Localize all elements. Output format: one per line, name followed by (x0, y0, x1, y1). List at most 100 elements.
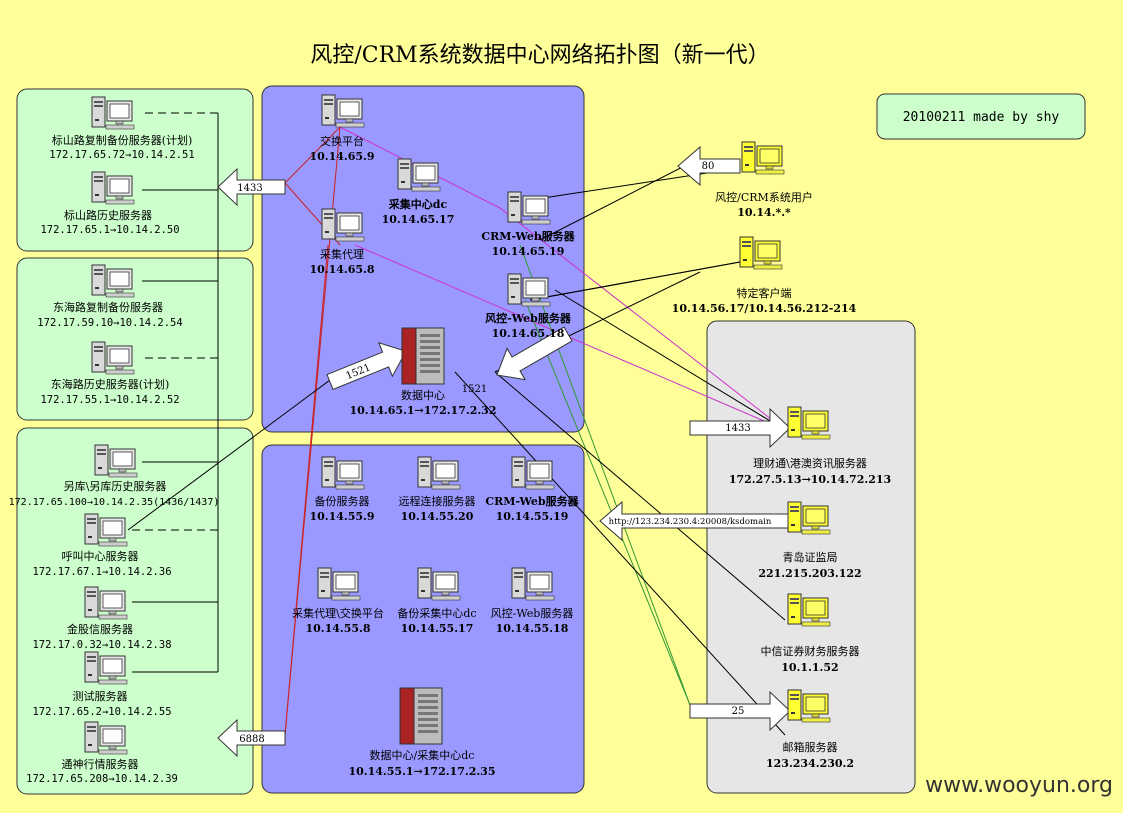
node-risk-crm-users: 风控/CRM系统用户 10.14.*.* (715, 141, 813, 219)
node-name: 青岛证监局 (783, 550, 838, 564)
arrow-80: 80 (677, 145, 741, 187)
node-specific-client: 特定客户端 10.14.56.17/10.14.56.212-214 (672, 236, 857, 315)
node-licaitong: 理财通\港澳资讯服务器 172.27.5.13→10.14.72.213 (729, 406, 891, 486)
arrow-1433-right-label: 1433 (725, 423, 750, 434)
node-ip: 172.27.5.13→10.14.72.213 (729, 473, 891, 486)
node-ip: 172.17.65.72→10.14.2.51 (49, 149, 194, 161)
node-name: 通神行情服务器 (62, 757, 139, 771)
node-collect-agent-exchange: 采集代理\交换平台 10.14.55.8 (292, 567, 384, 635)
arrow-1521-right: 1521 (462, 326, 573, 395)
node-name: 远程连接服务器 (399, 495, 476, 508)
node-name: 东海路历史服务器(计划) (51, 377, 170, 391)
center-top-zone (261, 85, 585, 433)
node-donghai-history: 东海路历史服务器(计划) 172.17.55.1→10.14.2.52 (40, 341, 180, 406)
node-biaoshan-backup: 标山路复制备份服务器(计划) 172.17.65.72→10.14.2.51 (49, 96, 195, 161)
node-ip: 10.14.55.17 (401, 622, 474, 635)
node-ip: 172.17.65.1→10.14.2.50 (40, 224, 179, 236)
node-backup-collect-dc: 备份采集中心dc 10.14.55.17 (397, 567, 477, 635)
workstation-icon (739, 236, 783, 270)
node-name: 采集代理 (320, 247, 364, 261)
green-links (519, 244, 691, 706)
node-ip: 172.17.65.2→10.14.2.55 (32, 706, 171, 718)
node-ip: 172.17.0.32→10.14.2.38 (32, 639, 171, 651)
node-ip: 221.215.203.122 (758, 567, 861, 580)
node-ip: 10.1.1.52 (781, 661, 838, 674)
node-name: 呼叫中心服务器 (62, 550, 139, 563)
node-donghai-backup: 东海路复制备份服务器 172.17.59.10→10.14.2.54 (37, 264, 183, 329)
node-name: 特定客户端 (737, 286, 792, 300)
node-ip: 10.14.65.18 (492, 327, 565, 340)
node-ip: 10.14.55.19 (496, 510, 569, 523)
node-ip: 172.17.65.208→10.14.2.39 (26, 773, 178, 785)
credit-box (876, 93, 1086, 140)
node-name: 另库\另库历史服务器 (64, 480, 167, 493)
node-test: 测试服务器 172.17.65.2→10.14.2.55 (32, 651, 172, 718)
node-name: 邮箱服务器 (783, 740, 838, 754)
page-title: 风控/CRM系统数据中心网络拓扑图（新一代） (310, 43, 769, 68)
node-name: 交换平台 (320, 134, 364, 148)
node-ip: 10.14.56.17/10.14.56.212-214 (672, 302, 857, 315)
node-ip: 10.14.55.9 (309, 510, 374, 523)
node-name: CRM-Web服务器 (485, 494, 579, 508)
arrow-25: 25 (689, 690, 791, 732)
node-ip: 10.14.65.1→172.17.2.32 (349, 404, 496, 417)
arrow-http: http://123.234.230.4:20008/ksdomain (599, 500, 801, 542)
node-ip: 10.14.*.* (737, 206, 791, 219)
node-lingku-history: 另库\另库历史服务器 172.17.65.100→10.14.2.35(1436… (9, 444, 220, 508)
arrow-1521-right-label: 1521 (462, 384, 487, 395)
node-ip: 172.17.59.10→10.14.2.54 (37, 317, 182, 329)
node-crm-web-bottom: CRM-Web服务器 10.14.55.19 (485, 456, 580, 523)
node-callcenter: 呼叫中心服务器 172.17.67.1→10.14.2.36 (32, 513, 172, 578)
node-risk-web-bottom: 风控-Web服务器 10.14.55.18 (491, 567, 574, 635)
node-collect-dc: 采集中心dc 10.14.65.17 (382, 158, 455, 226)
left-zone-3 (16, 427, 254, 795)
node-collect-agent: 采集代理 10.14.65.8 (309, 208, 375, 276)
node-ip: 10.14.65.19 (492, 245, 565, 258)
node-name: 采集代理\交换平台 (292, 606, 384, 620)
node-ip: 10.14.55.8 (305, 622, 370, 635)
node-ip: 172.17.67.1→10.14.2.36 (32, 566, 171, 578)
node-ip: 10.14.65.8 (309, 263, 374, 276)
arrow-http-label: http://123.234.230.4:20008/ksdomain (609, 517, 772, 527)
node-citic: 中信证券财务服务器 10.1.1.52 (761, 593, 860, 674)
left-connectors (132, 112, 219, 673)
node-name: 采集中心dc (388, 197, 448, 211)
workstation-icon (741, 141, 785, 175)
node-qingdao: 青岛证监局 221.215.203.122 (758, 501, 862, 580)
node-ip: 172.17.55.1→10.14.2.52 (40, 394, 179, 406)
node-name: 备份采集中心dc (397, 606, 476, 620)
node-name: 金股信服务器 (67, 622, 133, 636)
node-name: 备份服务器 (315, 494, 370, 508)
arrow-25-label: 25 (732, 706, 745, 717)
node-biaoshan-history: 标山路历史服务器 172.17.65.1→10.14.2.50 (40, 171, 180, 236)
node-ip: 10.14.65.9 (309, 150, 374, 163)
node-name: 标山路复制备份服务器(计划) (52, 133, 193, 147)
node-name: 理财通\港澳资讯服务器 (753, 456, 867, 470)
node-name: 测试服务器 (73, 690, 128, 703)
node-crm-web-top: CRM-Web服务器 10.14.65.19 (481, 191, 576, 258)
node-name: CRM-Web服务器 (481, 229, 575, 243)
node-name: 东海路复制备份服务器 (53, 300, 163, 314)
node-name: 数据中心/采集中心dc (370, 748, 475, 762)
node-data-center-bottom: 数据中心/采集中心dc 10.14.55.1→172.17.2.35 (348, 687, 496, 778)
node-data-center: 数据中心 10.14.65.1→172.17.2.32 (349, 327, 497, 417)
right-gray-zone (706, 320, 916, 794)
arrow-6888-label: 6888 (239, 734, 264, 745)
server-icon (399, 687, 443, 745)
node-jingu: 金股信服务器 172.17.0.32→10.14.2.38 (32, 586, 172, 651)
watermark: www.wooyun.org (925, 773, 1113, 798)
node-ip: 172.17.65.100→10.14.2.35(1436/1437) (9, 497, 220, 508)
node-ip: 10.14.55.18 (496, 622, 569, 635)
node-backup-server: 备份服务器 10.14.55.9 (309, 456, 375, 523)
node-ip: 10.14.55.1→172.17.2.35 (348, 765, 495, 778)
node-ip: 10.14.65.17 (382, 213, 455, 226)
node-ip: 10.14.55.20 (401, 510, 474, 523)
arrow-1433-right: 1433 (689, 407, 791, 449)
node-name: 中信证券财务服务器 (761, 644, 860, 658)
node-name: 风控-Web服务器 (491, 606, 574, 620)
node-remote-server: 远程连接服务器 10.14.55.20 (399, 456, 476, 523)
server-icon (401, 327, 445, 385)
node-name: 数据中心 (401, 388, 445, 402)
arrow-1433-left: 1433 (217, 167, 286, 207)
